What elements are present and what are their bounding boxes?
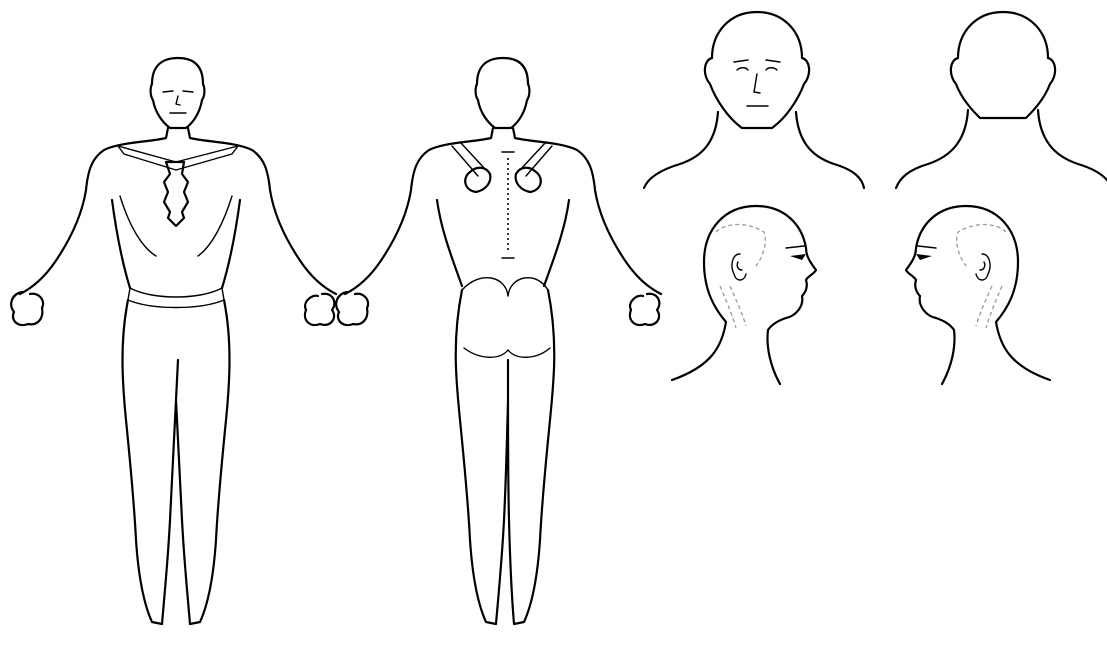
back-shoulder-straps — [452, 142, 552, 176]
back-legs — [456, 290, 555, 624]
front-left-hand — [11, 292, 43, 325]
back-left-hand — [336, 292, 368, 325]
front-collar — [118, 146, 238, 170]
head-front-view — [644, 12, 864, 188]
body-back-view — [336, 58, 661, 624]
profile-right-eye — [790, 254, 806, 260]
profile-left-neck-region — [976, 286, 1002, 328]
front-face-features — [163, 91, 193, 113]
front-torso-outline — [20, 128, 336, 294]
back-right-scapula — [516, 168, 541, 192]
front-pelvis — [128, 288, 224, 308]
back-head — [476, 58, 530, 128]
head-back-shoulders — [896, 110, 1107, 188]
front-head — [151, 58, 205, 128]
head-front-outline — [705, 12, 809, 128]
profile-right-neck-region — [720, 286, 746, 328]
profile-right-brow — [786, 246, 804, 248]
back-right-hand — [630, 294, 659, 325]
profile-left-outline — [906, 206, 1050, 384]
profile-left-eye — [916, 254, 932, 260]
head-front-shoulders — [644, 112, 864, 188]
front-right-hand — [305, 294, 334, 325]
front-sternum — [164, 162, 188, 226]
head-front-features — [734, 60, 780, 106]
head-back-outline — [951, 12, 1055, 118]
profile-left-brow — [918, 246, 936, 248]
back-left-scapula — [465, 168, 490, 192]
front-legs — [123, 300, 230, 624]
head-back-view — [896, 12, 1107, 188]
profile-right-outline — [672, 206, 816, 384]
head-right-profile-view — [672, 206, 816, 384]
body-front-view — [11, 58, 336, 624]
profile-right-ear — [732, 254, 746, 280]
profile-left-ear — [976, 254, 990, 280]
profile-left-scalp-region — [957, 225, 1006, 267]
back-torso-outline — [345, 128, 661, 294]
back-buttocks — [462, 278, 550, 358]
head-left-profile-view — [906, 206, 1050, 384]
profile-right-scalp-region — [716, 225, 765, 267]
back-torso-sides — [437, 200, 569, 286]
front-torso-sides — [112, 200, 240, 288]
